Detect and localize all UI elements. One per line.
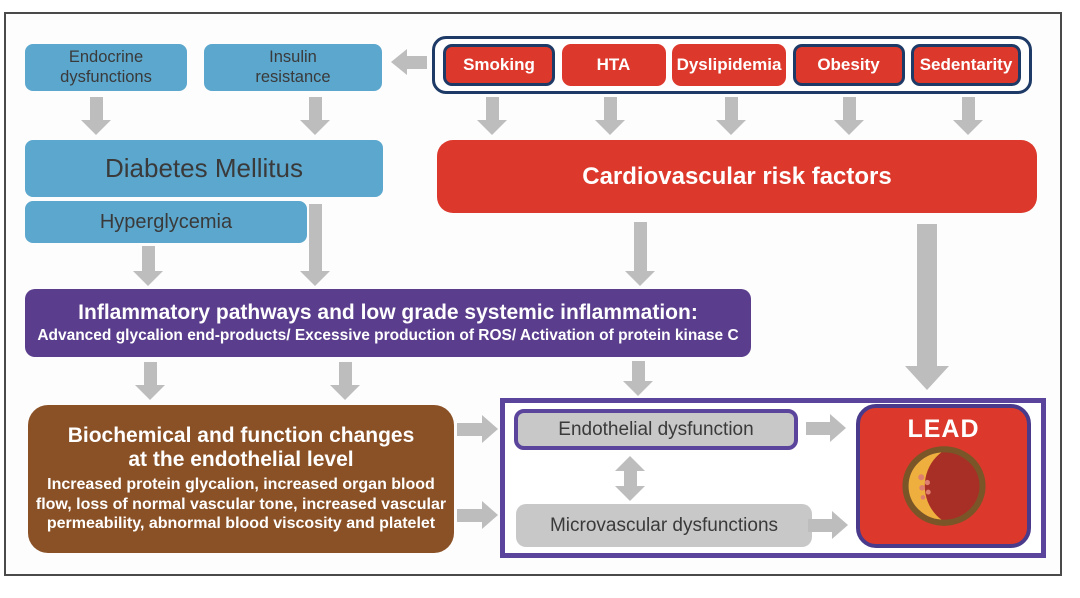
arrow-biochemical-to-microvascular: [457, 501, 498, 529]
risk-factors-group: Smoking HTA Dyslipidemia Obesity Sedenta…: [432, 36, 1032, 94]
diabetes-mellitus-box: Diabetes Mellitus: [25, 140, 383, 197]
risk-pill-dyslipidemia: Dyslipidemia: [672, 44, 786, 86]
microvascular-dysfunctions-box: Microvascular dysfunctions: [516, 504, 812, 547]
arrow-cardio-to-lead: [905, 224, 949, 390]
arrow-biochemical-to-endothelial: [457, 415, 498, 443]
hyperglycemia-box: Hyperglycemia: [25, 201, 307, 243]
inflammation-subtitle: Advanced glycalion end-products/ Excessi…: [37, 327, 739, 344]
arrow-microvascular-to-lead: [808, 511, 848, 539]
arrow-inflammation-to-biochemical-1: [135, 362, 165, 400]
arrow-diabetes-to-inflammation: [300, 204, 330, 286]
arrow-dyslipidemia-down: [716, 97, 746, 135]
arrow-insulin-to-diabetes: [300, 97, 330, 135]
arrow-endothelial-to-lead: [806, 414, 846, 442]
arrow-inflammation-to-outcome: [623, 361, 653, 396]
endocrine-dysfunctions-box: Endocrine dysfunctions: [25, 44, 187, 91]
endothelial-dysfunction-box: Endothelial dysfunction: [514, 409, 798, 450]
biochemical-body: Increased protein glycalion, increased o…: [35, 476, 447, 533]
arrow-endocrine-to-diabetes: [81, 97, 111, 135]
arrow-left-riskfactors-to-insulin: [391, 49, 427, 75]
arrow-bidirectional-endo-micro: [615, 456, 645, 501]
arrow-cardio-to-inflammation: [625, 222, 655, 286]
cardiovascular-risk-factors-box: Cardiovascular risk factors: [437, 140, 1037, 213]
risk-pill-obesity: Obesity: [792, 44, 905, 86]
risk-pill-smoking: Smoking: [443, 44, 555, 86]
lead-box: LEAD: [856, 404, 1031, 548]
arrow-inflammation-to-biochemical-2: [330, 362, 360, 400]
arrow-obesity-down: [834, 97, 864, 135]
arrow-hyperglycemia-to-inflammation: [133, 246, 163, 286]
inflammation-title: Inflammatory pathways and low grade syst…: [78, 301, 698, 324]
arrow-sedentarity-down: [953, 97, 983, 135]
arrow-smoking-down: [477, 97, 507, 135]
risk-pill-sedentarity: Sedentarity: [911, 44, 1021, 86]
artery-cross-section-icon: [901, 446, 986, 526]
inflammation-box: Inflammatory pathways and low grade syst…: [25, 289, 751, 357]
biochemical-title: Biochemical and function changes at the …: [67, 424, 415, 471]
insulin-resistance-box: Insulin resistance: [204, 44, 382, 91]
arrow-hta-down: [595, 97, 625, 135]
risk-pill-hta: HTA: [561, 44, 666, 86]
biochemical-changes-box: Biochemical and function changes at the …: [28, 405, 454, 553]
lead-label: LEAD: [907, 415, 980, 443]
